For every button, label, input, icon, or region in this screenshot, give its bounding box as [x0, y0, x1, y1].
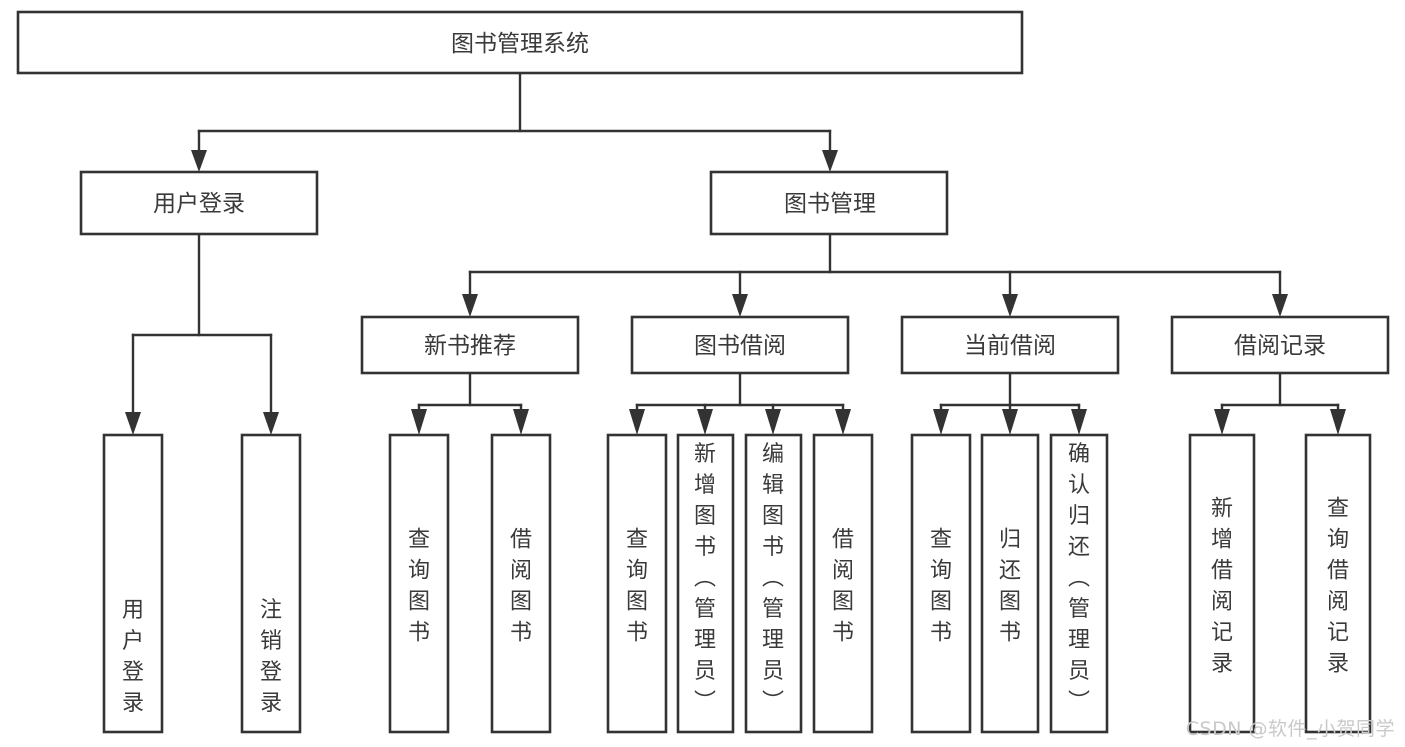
node-book-management[interactable]: 图书管理: [709, 170, 949, 236]
leaf-confirm-return-label: 确认归还︵管理员︶: [1068, 442, 1090, 715]
csdn-watermark: CSDN @软件_小贺同学: [1185, 718, 1395, 740]
node-book-management-label: 图书管理: [784, 191, 876, 217]
arrow-leaf-return-book: [1002, 409, 1018, 435]
leaf-add-record[interactable]: 新增借阅记录: [1188, 433, 1256, 734]
leaf-query-book-3-label: 查询图书: [930, 528, 952, 646]
leaf-return-book-label: 归还图书: [999, 528, 1021, 646]
leaf-edit-book[interactable]: 编辑图书︵管理员︶: [744, 433, 803, 734]
node-user-login-box[interactable]: [79, 170, 319, 236]
node-user-login-label: 用户登录: [153, 191, 245, 217]
arrow-to-book-management: [822, 150, 838, 172]
leaf-query-book-2[interactable]: 查询图书: [606, 433, 668, 734]
leaf-query-record-label: 查询借阅记录: [1327, 497, 1349, 677]
leaf-query-record[interactable]: 查询借阅记录: [1304, 433, 1372, 734]
leaf-user-login-label: 用户登录: [122, 598, 144, 716]
node-new-book-recommend-label: 新书推荐: [424, 333, 516, 359]
leaf-logout[interactable]: 注销登录: [240, 433, 302, 734]
node-borrow-record-box[interactable]: [1170, 315, 1390, 375]
arrow-leaf-query-book-1: [411, 409, 427, 435]
node-borrow-record[interactable]: 借阅记录: [1170, 315, 1390, 375]
arrow-leaf-user-login: [125, 412, 141, 435]
node-current-borrow-box[interactable]: [900, 315, 1120, 375]
leaf-add-record-box[interactable]: [1188, 433, 1256, 734]
leaf-edit-book-box[interactable]: [744, 433, 803, 734]
arrow-to-borrow-record: [1272, 294, 1288, 317]
leaf-query-book-2-label: 查询图书: [626, 528, 648, 646]
arrow-leaf-borrow-book-1: [513, 409, 529, 435]
node-borrow-record-label: 借阅记录: [1234, 333, 1326, 359]
arrow-leaf-query-book-2: [629, 409, 645, 435]
leaf-borrow-book-1-box[interactable]: [490, 433, 552, 734]
leaf-add-book-box[interactable]: [676, 433, 735, 734]
node-new-book-recommend[interactable]: 新书推荐: [360, 315, 580, 375]
leaf-borrow-book-1[interactable]: 借阅图书: [490, 433, 552, 734]
leaf-borrow-book-2-label: 借阅图书: [832, 528, 854, 646]
connector-layer: [125, 71, 1346, 435]
node-new-book-recommend-box[interactable]: [360, 315, 580, 375]
arrow-leaf-query-book-3: [933, 409, 949, 435]
arrow-to-new-book: [462, 294, 478, 317]
arrow-to-user-login: [191, 150, 207, 172]
node-book-borrow-label: 图书借阅: [694, 333, 786, 359]
leaf-return-book[interactable]: 归还图书: [980, 433, 1040, 734]
leaf-add-book[interactable]: 新增图书︵管理员︶: [676, 433, 735, 734]
arrow-leaf-confirm-return: [1071, 409, 1087, 435]
arrow-to-book-borrow: [732, 294, 748, 317]
leaf-query-book-1-box[interactable]: [388, 433, 450, 734]
leaf-query-book-3[interactable]: 查询图书: [910, 433, 972, 734]
leaf-query-book-2-box[interactable]: [606, 433, 668, 734]
arrow-leaf-query-record: [1330, 409, 1346, 435]
leaf-edit-book-label: 编辑图书︵管理员︶: [762, 442, 784, 715]
leaf-user-login-box[interactable]: [102, 433, 164, 734]
leaf-query-book-1[interactable]: 查询图书: [388, 433, 450, 734]
leaf-query-book-1-label: 查询图书: [408, 528, 430, 646]
arrow-leaf-borrow-book-2: [835, 409, 851, 435]
node-current-borrow[interactable]: 当前借阅: [900, 315, 1120, 375]
leaf-user-login[interactable]: 用户登录: [102, 433, 164, 734]
arrow-to-current-borrow: [1002, 294, 1018, 317]
leaf-borrow-book-2-box[interactable]: [812, 433, 874, 734]
leaf-query-record-box[interactable]: [1304, 433, 1372, 734]
node-root[interactable]: 图书管理系统: [16, 10, 1024, 75]
leaf-borrow-book-2[interactable]: 借阅图书: [812, 433, 874, 734]
leaf-query-book-3-box[interactable]: [910, 433, 972, 734]
leaf-confirm-return-box[interactable]: [1049, 433, 1109, 734]
arrow-leaf-logout: [263, 412, 279, 435]
arrow-leaf-add-record: [1214, 409, 1230, 435]
arrow-leaf-add-book: [697, 409, 713, 435]
node-book-management-box[interactable]: [709, 170, 949, 236]
node-root-label: 图书管理系统: [451, 31, 589, 57]
leaf-return-book-box[interactable]: [980, 433, 1040, 734]
leaf-logout-box[interactable]: [240, 433, 302, 734]
leaf-add-record-label: 新增借阅记录: [1211, 497, 1233, 677]
node-user-login[interactable]: 用户登录: [79, 170, 319, 236]
node-root-box[interactable]: [16, 10, 1024, 75]
leaf-confirm-return[interactable]: 确认归还︵管理员︶: [1049, 433, 1109, 734]
node-book-borrow[interactable]: 图书借阅: [630, 315, 850, 375]
leaf-logout-label: 注销登录: [260, 598, 282, 716]
arrow-leaf-edit-book: [765, 409, 781, 435]
node-current-borrow-label: 当前借阅: [964, 333, 1056, 359]
leaf-borrow-book-1-label: 借阅图书: [510, 528, 532, 646]
node-book-borrow-box[interactable]: [630, 315, 850, 375]
leaf-add-book-label: 新增图书︵管理员︶: [694, 442, 716, 715]
